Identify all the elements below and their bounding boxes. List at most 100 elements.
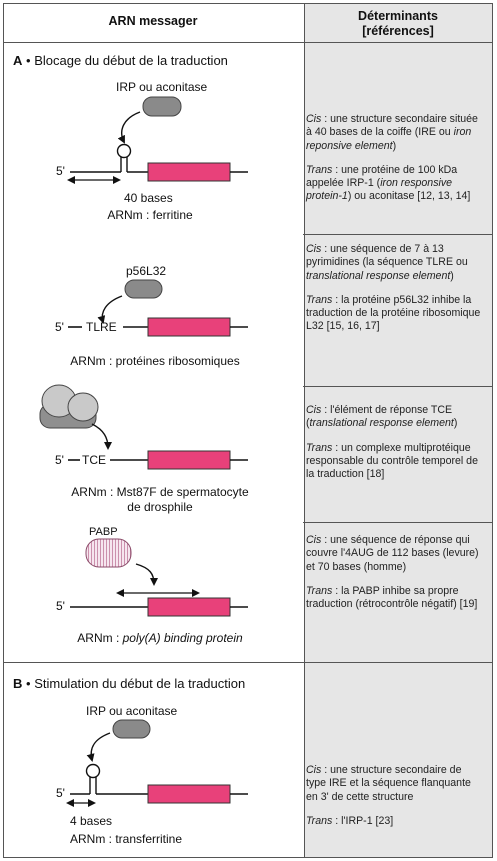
cis-end: ) xyxy=(392,139,397,152)
ribosomal-diagram xyxy=(68,279,248,337)
binding-arrow xyxy=(86,732,111,762)
coding-region xyxy=(147,784,231,804)
section-b-letter: B xyxy=(13,676,23,691)
mst87f-diagram xyxy=(39,384,248,470)
determinant-transferrin: Cis : une structure secondaire de type I… xyxy=(306,764,482,839)
trans-label: Trans xyxy=(306,293,333,306)
section-a-bullet: • xyxy=(26,53,31,68)
mst87f-caption-line2: de drosphile xyxy=(127,500,193,514)
section-rule xyxy=(3,662,493,663)
irp-protein-shape xyxy=(112,719,151,739)
determinant-mst87f: Cis : l'élément de réponse TCE (translat… xyxy=(306,404,482,492)
cis-text: Cis : une séquence de 7 à 13 pyrimidines… xyxy=(306,243,482,283)
section-b-text: Stimulation du début de la traduction xyxy=(34,676,246,691)
coding-region xyxy=(147,450,231,470)
ferritin-caption: ARNm : ferritine xyxy=(107,208,193,222)
determinant-ribosomal: Cis : une séquence de 7 à 13 pyrimidines… xyxy=(306,243,482,345)
hairpin-loop xyxy=(85,763,101,779)
cis-label: Cis xyxy=(306,764,322,776)
header-determinants-line2: [références] xyxy=(362,24,434,38)
cis-italic: translational response element xyxy=(309,417,454,430)
cis-body: : une séquence de réponse qui couvre l'4… xyxy=(306,534,479,573)
trans-italic: iron responsive protein-1 xyxy=(306,177,453,203)
cis-body: : une séquence de 7 à 13 pyrimidines (la… xyxy=(306,243,468,269)
header-rule xyxy=(3,42,493,43)
trans-label: Trans xyxy=(306,163,333,176)
five-prime-label: 5' xyxy=(56,786,65,800)
pabp-caption-prefix: ARNm : xyxy=(77,631,123,645)
cis-label: Cis xyxy=(306,404,322,416)
determinants-column xyxy=(304,4,492,857)
cis-body: : une structure secondaire située à 40 b… xyxy=(306,113,478,139)
section-b-bullet: • xyxy=(26,676,31,691)
cis-label: Cis xyxy=(306,113,322,125)
trans-text: Trans : la PABP inhibe sa propre traduct… xyxy=(306,585,482,612)
cis-text: Cis : une structure secondaire située à … xyxy=(306,113,482,153)
determinants-table xyxy=(3,3,493,858)
cis-italic: iron reponsive element xyxy=(306,126,472,152)
trans-body: : la PABP inhibe sa propre traduction (r… xyxy=(306,584,478,611)
five-prime-label: 5' xyxy=(56,599,65,613)
coding-region xyxy=(147,162,231,182)
mst87f-caption: ARNm : Mst87F de spermatocyte de drosphi… xyxy=(40,485,280,515)
trans-text: Trans : la protéine p56L32 inhibe la tra… xyxy=(306,294,482,334)
ferritin-diagram xyxy=(67,96,248,184)
section-a-title: A • Blocage du début de la traduction xyxy=(13,53,228,68)
header-determinants: Déterminants [références] xyxy=(303,9,493,39)
transferrin-diagram xyxy=(66,719,248,807)
cis-label: Cis xyxy=(306,534,322,546)
trans-body: : l'IRP-1 [23] xyxy=(332,814,394,827)
trans-label: Trans xyxy=(306,441,333,454)
irp-label: IRP ou aconitase xyxy=(86,704,178,718)
binding-arrow xyxy=(117,111,141,144)
trans-text: Trans : l'IRP-1 [23] xyxy=(306,815,482,828)
cis-text: Cis : une séquence de réponse qui couvre… xyxy=(306,534,482,574)
trans-label: Trans xyxy=(306,584,333,597)
pabp-caption: ARNm : poly(A) binding protein xyxy=(40,631,280,645)
tce-label: TCE xyxy=(82,453,106,467)
pabp-protein-shape xyxy=(85,538,132,568)
binding-arrow xyxy=(135,563,158,586)
cis-italic: translational response element xyxy=(306,269,451,282)
five-prime-label: 5' xyxy=(55,453,64,467)
determinant-pabp: Cis : une séquence de réponse qui couvre… xyxy=(306,534,482,622)
section-b-title: B • Stimulation du début de la traductio… xyxy=(13,676,245,691)
trans-end: ) ou aconitase [12, 13, 14] xyxy=(347,190,471,203)
determinant-ferritin: Cis : une structure secondaire située à … xyxy=(306,113,482,215)
trans-label: Trans xyxy=(306,814,333,827)
cis-end: ) xyxy=(453,417,458,430)
complex-subunit-right xyxy=(67,392,99,422)
five-prime-label: 5' xyxy=(56,164,65,178)
header-determinants-line1: Déterminants xyxy=(358,9,438,23)
p56l32-protein-shape xyxy=(124,279,163,299)
distance-label: 40 bases xyxy=(124,191,173,205)
section-a-text: Blocage du début de la traduction xyxy=(34,53,228,68)
trans-body: : un complexe multiprotéique responsable… xyxy=(306,441,478,481)
trans-body: : la protéine p56L32 inhibe la traductio… xyxy=(306,293,481,333)
transferrin-caption: ARNm : transferritine xyxy=(70,832,183,846)
binding-arrow xyxy=(91,423,112,450)
distance-label: 4 bases xyxy=(70,814,113,828)
cis-body: : une structure secondaire de type IRE e… xyxy=(306,764,471,803)
coding-region xyxy=(147,317,231,337)
binding-arrow xyxy=(97,295,123,324)
five-prime-label: 5' xyxy=(55,320,64,334)
pabp-caption-italic: poly(A) binding protein xyxy=(122,631,243,645)
trans-body: : une protéine de 100 kDa appelée IRP-1 … xyxy=(306,163,458,190)
ribosomal-caption: ARNm : protéines ribosomiques xyxy=(70,354,240,368)
row-rule-1 xyxy=(303,234,493,235)
irp-protein-shape xyxy=(142,96,182,117)
tlre-label: TLRE xyxy=(86,320,117,334)
mst87f-caption-line1: ARNm : Mst87F de spermatocyte xyxy=(71,485,249,499)
p56l32-label: p56L32 xyxy=(126,264,167,278)
cis-body: : l'élément de réponse TCE ( xyxy=(306,404,453,430)
irp-label: IRP ou aconitase xyxy=(116,80,208,94)
cis-end: ) xyxy=(450,269,454,282)
pabp-label: PABP xyxy=(89,526,118,538)
section-a-letter: A xyxy=(13,53,23,68)
pabp-diagram xyxy=(70,538,248,617)
cis-text: Cis : une structure secondaire de type I… xyxy=(306,764,482,804)
hairpin-loop xyxy=(116,143,132,159)
trans-text: Trans : un complexe multiprotéique respo… xyxy=(306,442,482,482)
